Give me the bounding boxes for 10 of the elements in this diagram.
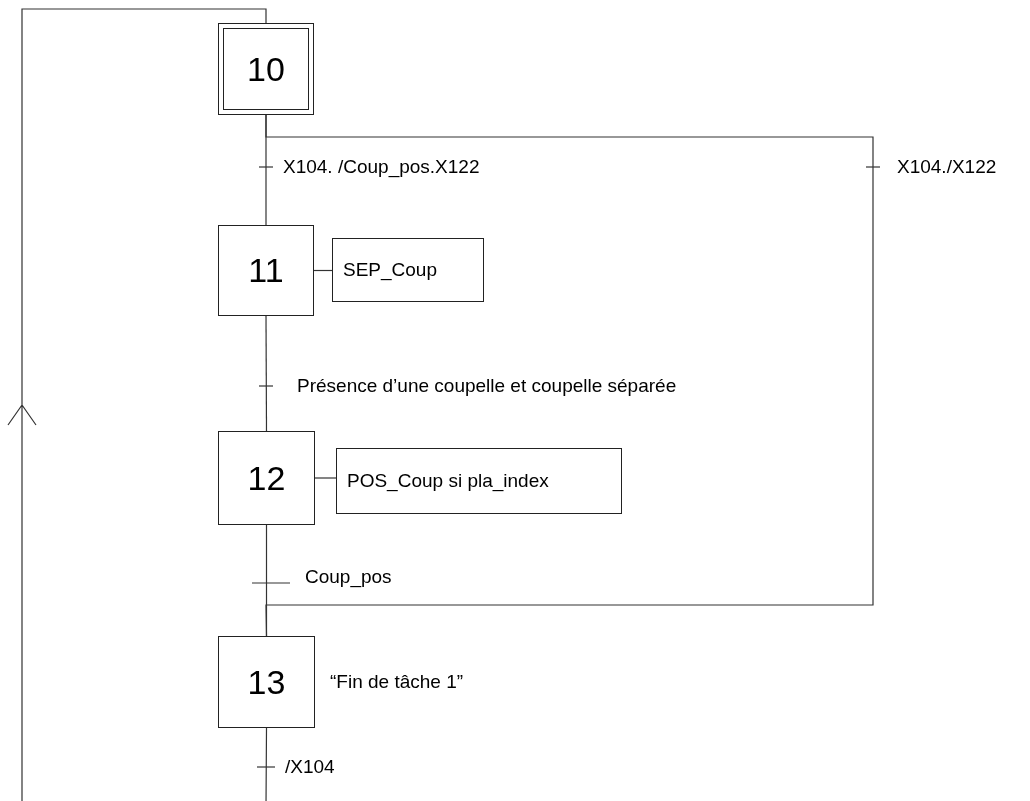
initial-step-box: 10 <box>218 23 314 115</box>
step-box: 12 <box>218 431 315 525</box>
action-box: POS_Coup si pla_index <box>336 448 622 514</box>
action-box: SEP_Coup <box>332 238 484 302</box>
connector-line <box>265 524 268 637</box>
connector-line <box>265 315 268 432</box>
step-box: 11 <box>218 225 314 316</box>
connector-line <box>7 8 268 801</box>
step-box: 13 <box>218 636 315 728</box>
action-link <box>314 477 337 479</box>
